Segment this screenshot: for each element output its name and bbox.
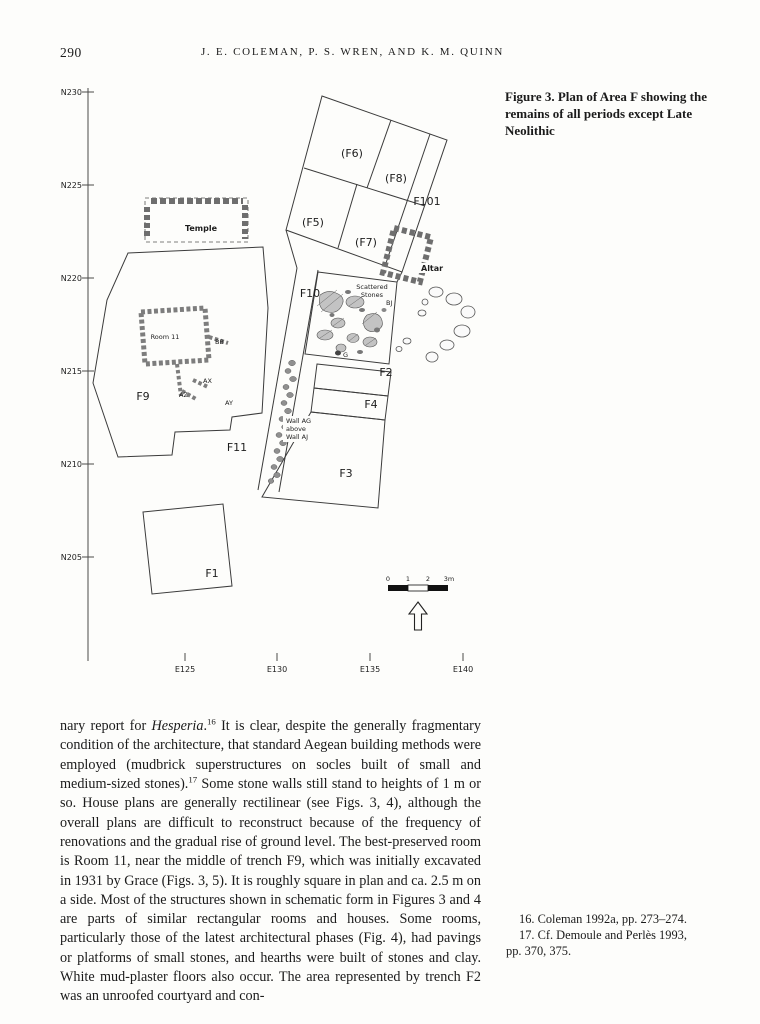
footnote-16: 16. Coleman 1992a, pp. 273–274. [519, 912, 687, 926]
wall-ag-label-line3: Wall AJ [286, 433, 308, 441]
wall-az-label: AZ [179, 391, 188, 399]
feature-g-label: G [343, 351, 348, 359]
room-11-label: Room 11 [151, 333, 180, 341]
n-axis-label: N205 [61, 553, 82, 562]
n-axis-label: N210 [61, 460, 82, 469]
room-11-structure: Room 11 [138, 305, 229, 401]
wall-ag-label-line1: Wall AG [286, 417, 311, 425]
running-head: J. E. COLEMAN, P. S. WREN, AND K. M. QUI… [200, 46, 505, 58]
footnote-17: 17. Cf. Demoule and Perlès 1993, pp. 370… [506, 927, 687, 958]
wall-label-backing [283, 416, 315, 442]
svg-text:3m: 3m [444, 575, 454, 583]
wall-bj-label: BJ [386, 299, 392, 307]
body-paragraph: nary report for Hesperia.16 It is clear,… [60, 716, 481, 1005]
trench-label-f10: F10 [300, 287, 320, 300]
footnotes-block: 16. Coleman 1992a, pp. 273–274. 17. Cf. … [506, 912, 700, 959]
trench-label-f5: (F5) [302, 216, 324, 229]
trench-label-f4: F4 [364, 398, 377, 411]
north-arrow-icon [407, 601, 429, 631]
svg-text:0: 0 [386, 575, 390, 583]
wall-ag-label-line2: above [286, 425, 306, 433]
temple-structure: Temple [144, 197, 249, 243]
n-axis-label: N225 [61, 181, 82, 190]
scattered-stones-cluster [316, 289, 387, 356]
n-axis-label: N215 [61, 367, 82, 376]
scattered-stones-label-line2: Stones [361, 291, 384, 299]
figure-3-plan: N230 N225 N220 N215 N210 N205 E125 E130 … [55, 80, 485, 680]
wall-bb-label: BB [215, 338, 224, 346]
area-f-plan-svg: N230 N225 N220 N215 N210 N205 E125 E130 … [61, 88, 476, 674]
trench-outlines [92, 95, 448, 595]
svg-text:2: 2 [426, 575, 430, 583]
wall-ax-label: AX [203, 377, 212, 385]
east-boulders [395, 286, 476, 363]
trench-label-f11: F11 [227, 441, 247, 454]
wall-ay-label: AY [225, 399, 233, 407]
trench-f3-outline [261, 411, 386, 509]
n-axis-label: N230 [61, 88, 82, 97]
temple-label: Temple [185, 224, 218, 233]
e-axis-label: E140 [453, 665, 473, 674]
scale-bar: 0 1 2 3m [386, 575, 454, 592]
baulk-east-line [278, 269, 319, 493]
svg-text:1: 1 [406, 575, 410, 583]
baulk-west-line [257, 267, 298, 491]
trench-label-f101: F101 [413, 195, 440, 208]
trench-label-f9: F9 [136, 390, 149, 403]
trench-label-f8: (F8) [385, 172, 407, 185]
trench-f10-area-outline [304, 271, 398, 365]
figure-caption: Figure 3. Plan of Area F showing the rem… [505, 89, 707, 138]
e-axis-label: E135 [360, 665, 380, 674]
n-axis-label: N220 [61, 274, 82, 283]
scattered-stones-label-line1: Scattered [356, 283, 387, 291]
trench-label-f2: F2 [379, 366, 392, 379]
trench-label-f6: (F6) [341, 147, 363, 160]
e-axis-label: E130 [267, 665, 287, 674]
trench-label-f1: F1 [205, 567, 218, 580]
trench-label-f3: F3 [339, 467, 352, 480]
grid-axis [82, 88, 464, 661]
page-number: 290 [60, 45, 82, 60]
trench-f1-outline [142, 503, 233, 595]
e-axis-label: E125 [175, 665, 195, 674]
trench-f9-outline [92, 246, 269, 458]
altar-label: Altar [421, 264, 443, 273]
trench-label-f7: (F7) [355, 236, 377, 249]
